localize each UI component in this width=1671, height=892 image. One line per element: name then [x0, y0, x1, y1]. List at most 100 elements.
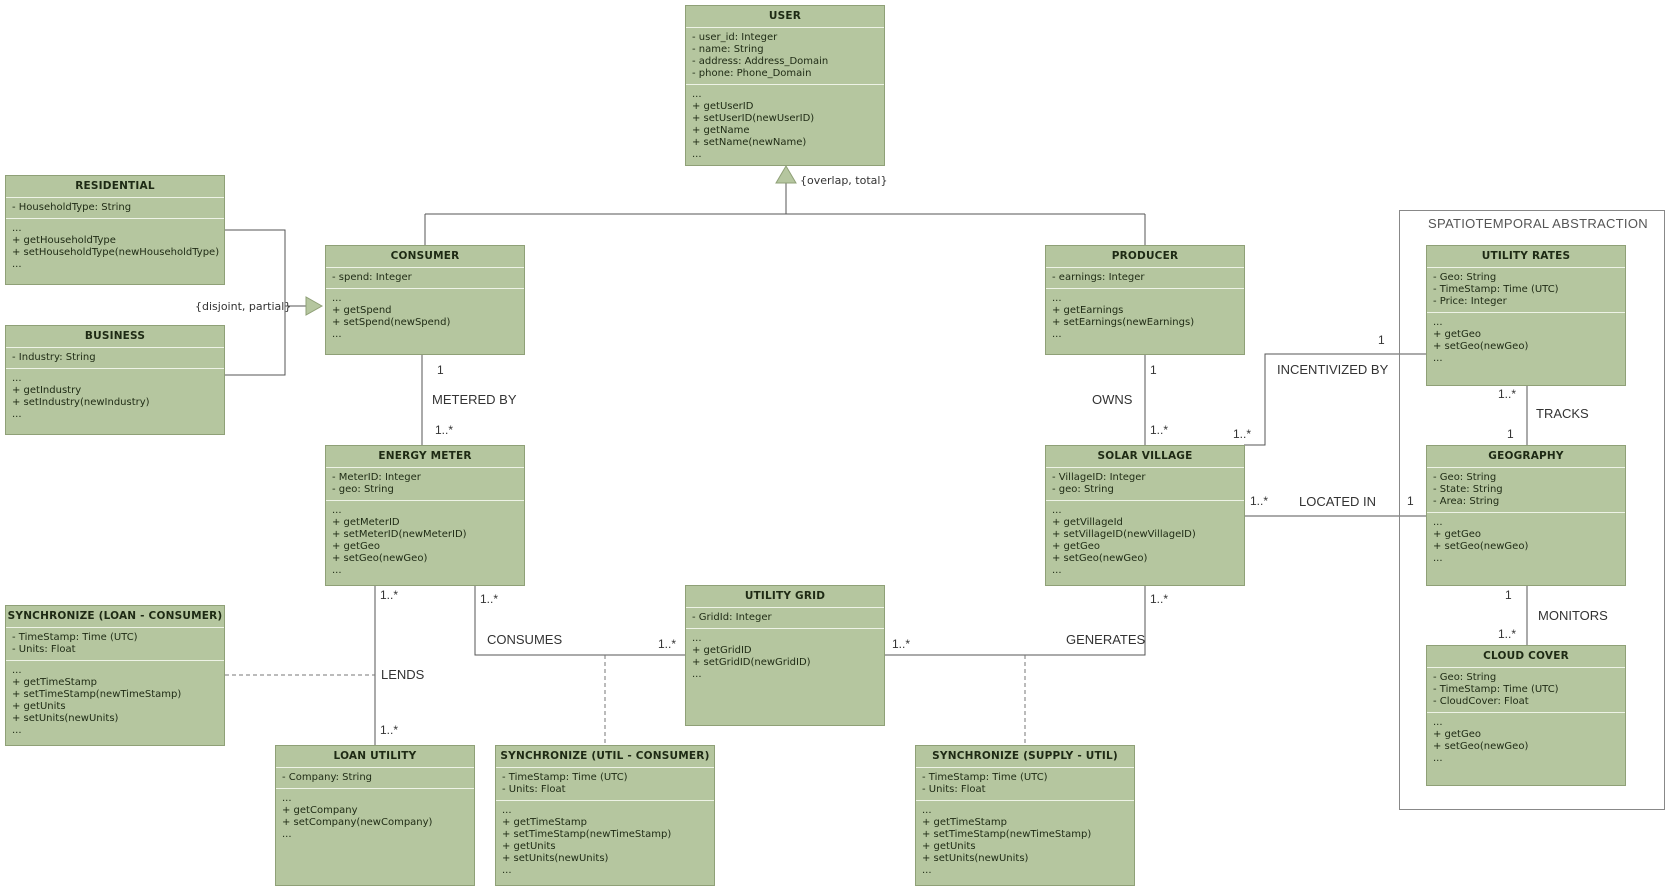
- method-line: ...: [1433, 353, 1443, 364]
- attribute-section: - Company: String: [276, 768, 474, 789]
- method-line: + getUnits: [502, 841, 556, 852]
- spatiotemporal-frame-title: SPATIOTEMPORAL ABSTRACTION: [1428, 216, 1648, 231]
- class-producer[interactable]: PRODUCER- earnings: Integer...+ getEarni…: [1045, 245, 1245, 355]
- method-line: + getGeo: [1433, 329, 1481, 340]
- method-line: ...: [332, 293, 342, 304]
- method-line: ...: [1433, 517, 1443, 528]
- assoc-located-in-label: LOCATED IN: [1299, 494, 1377, 509]
- method-line: + setVillageID(newVillageID): [1052, 529, 1196, 540]
- class-cloud-cover[interactable]: CLOUD COVER- Geo: String- TimeStamp: Tim…: [1426, 645, 1626, 786]
- class-name: RESIDENTIAL: [6, 176, 224, 198]
- class-loan-utility[interactable]: LOAN UTILITY- Company: String...+ getCom…: [275, 745, 475, 886]
- assoc-owns-label: OWNS: [1092, 392, 1133, 407]
- assoc-located-in-mult-a: 1..*: [1250, 494, 1269, 508]
- attribute-line: - TimeStamp: Time (UTC): [1433, 284, 1559, 295]
- method-line: + getUnits: [922, 841, 976, 852]
- class-sync-loan-consumer[interactable]: SYNCHRONIZE (LOAN - CONSUMER)- TimeStamp…: [5, 605, 225, 746]
- method-line: + setGeo(newGeo): [1433, 341, 1529, 352]
- class-energy-meter[interactable]: ENERGY METER- MeterID: Integer- geo: Str…: [325, 445, 525, 586]
- attribute-line: - geo: String: [1052, 484, 1114, 495]
- class-name: UTILITY RATES: [1427, 246, 1625, 268]
- assoc-tracks-label: TRACKS: [1536, 406, 1589, 421]
- generalization-arrow-consumer: [305, 296, 324, 316]
- method-line: ...: [502, 805, 512, 816]
- attribute-line: - Units: Float: [922, 784, 986, 795]
- class-user[interactable]: USER- user_id: Integer- name: String- ad…: [685, 5, 885, 166]
- attribute-line: - Geo: String: [1433, 272, 1497, 283]
- method-line: ...: [12, 409, 22, 420]
- method-line: ...: [282, 829, 292, 840]
- assoc-monitors-label: MONITORS: [1538, 608, 1608, 623]
- attribute-line: - Units: Float: [12, 644, 76, 655]
- method-line: + getMeterID: [332, 517, 400, 528]
- class-geography[interactable]: GEOGRAPHY- Geo: String- State: String- A…: [1426, 445, 1626, 586]
- class-name: UTILITY GRID: [686, 586, 884, 608]
- class-name: SYNCHRONIZE (SUPPLY - UTIL): [916, 746, 1134, 768]
- method-line: ...: [1052, 505, 1062, 516]
- generalization-arrow-user: [775, 165, 797, 184]
- assoc-generates-label: GENERATES: [1066, 632, 1146, 647]
- method-section: ...+ getTimeStamp+ setTimeStamp(newTimeS…: [916, 801, 1134, 881]
- constraint-consumer-generalization: {disjoint, partial}: [195, 300, 292, 313]
- method-line: ...: [332, 565, 342, 576]
- attribute-section: - TimeStamp: Time (UTC)- Units: Float: [496, 768, 714, 801]
- method-line: ...: [332, 505, 342, 516]
- class-business[interactable]: BUSINESS- Industry: String...+ getIndust…: [5, 325, 225, 435]
- attribute-line: - TimeStamp: Time (UTC): [1433, 684, 1559, 695]
- attribute-line: - VillageID: Integer: [1052, 472, 1146, 483]
- class-residential[interactable]: RESIDENTIAL- HouseholdType: String...+ g…: [5, 175, 225, 285]
- attribute-line: - TimeStamp: Time (UTC): [502, 772, 628, 783]
- class-name: SYNCHRONIZE (UTIL - CONSUMER): [496, 746, 714, 768]
- method-line: ...: [12, 665, 22, 676]
- attribute-section: - Industry: String: [6, 348, 224, 369]
- attribute-section: - HouseholdType: String: [6, 198, 224, 219]
- method-line: ...: [1433, 753, 1443, 764]
- method-line: + getCompany: [282, 805, 358, 816]
- attribute-line: - GridId: Integer: [692, 612, 772, 623]
- assoc-generates-mult-b: 1..*: [892, 637, 911, 651]
- class-solar-village[interactable]: SOLAR VILLAGE- VillageID: Integer- geo: …: [1045, 445, 1245, 586]
- attribute-section: - VillageID: Integer- geo: String: [1046, 468, 1244, 501]
- attribute-section: - TimeStamp: Time (UTC)- Units: Float: [6, 628, 224, 661]
- attribute-line: - geo: String: [332, 484, 394, 495]
- method-line: ...: [12, 223, 22, 234]
- attribute-line: - spend: Integer: [332, 272, 412, 283]
- attribute-line: - Units: Float: [502, 784, 566, 795]
- method-line: + getVillageId: [1052, 517, 1123, 528]
- assoc-tracks-mult-a: 1..*: [1498, 387, 1517, 401]
- class-sync-supply-util[interactable]: SYNCHRONIZE (SUPPLY - UTIL)- TimeStamp: …: [915, 745, 1135, 886]
- assoc-consumes-mult-b: 1..*: [658, 637, 677, 651]
- class-name: USER: [686, 6, 884, 28]
- assoc-metered-by-label: METERED BY: [432, 392, 517, 407]
- assoc-consumes-mult-a: 1..*: [480, 592, 499, 606]
- assoc-incentivized-by-line: [1244, 353, 1426, 446]
- method-line: ...: [1433, 317, 1443, 328]
- class-name: SYNCHRONIZE (LOAN - CONSUMER): [6, 606, 224, 628]
- method-line: ...: [1052, 565, 1062, 576]
- method-section: ...+ getGeo+ setGeo(newGeo)...: [1427, 513, 1625, 569]
- method-section: ...+ getGridID+ setGridID(newGridID)...: [686, 629, 884, 685]
- method-section: ...+ getGeo+ setGeo(newGeo)...: [1427, 313, 1625, 369]
- assoc-metered-by-mult-b: 1..*: [435, 423, 454, 437]
- method-line: + getGeo: [332, 541, 380, 552]
- method-line: + setGeo(newGeo): [1052, 553, 1148, 564]
- method-line: ...: [922, 865, 932, 876]
- class-consumer[interactable]: CONSUMER- spend: Integer...+ getSpend+ s…: [325, 245, 525, 355]
- method-line: ...: [692, 669, 702, 680]
- class-name: CONSUMER: [326, 246, 524, 268]
- method-line: + setMeterID(newMeterID): [332, 529, 467, 540]
- assoc-monitors-mult-a: 1: [1505, 588, 1512, 602]
- class-utility-rates[interactable]: UTILITY RATES- Geo: String- TimeStamp: T…: [1426, 245, 1626, 386]
- attribute-section: - Geo: String- TimeStamp: Time (UTC)- Pr…: [1427, 268, 1625, 313]
- attribute-line: - earnings: Integer: [1052, 272, 1145, 283]
- attribute-line: - user_id: Integer: [692, 32, 778, 43]
- method-line: + setCompany(newCompany): [282, 817, 433, 828]
- class-utility-grid[interactable]: UTILITY GRID - GridId: Integer ...+ getGri…: [685, 585, 885, 726]
- attribute-line: - CloudCover: Float: [1433, 696, 1529, 707]
- class-sync-util-consumer[interactable]: SYNCHRONIZE (UTIL - CONSUMER)- TimeStamp…: [495, 745, 715, 886]
- attribute-section: - TimeStamp: Time (UTC)- Units: Float: [916, 768, 1134, 801]
- method-line: + setTimeStamp(newTimeStamp): [12, 689, 182, 700]
- class-name: CLOUD COVER: [1427, 646, 1625, 668]
- method-line: + getTimeStamp: [502, 817, 587, 828]
- method-line: + setSpend(newSpend): [332, 317, 451, 328]
